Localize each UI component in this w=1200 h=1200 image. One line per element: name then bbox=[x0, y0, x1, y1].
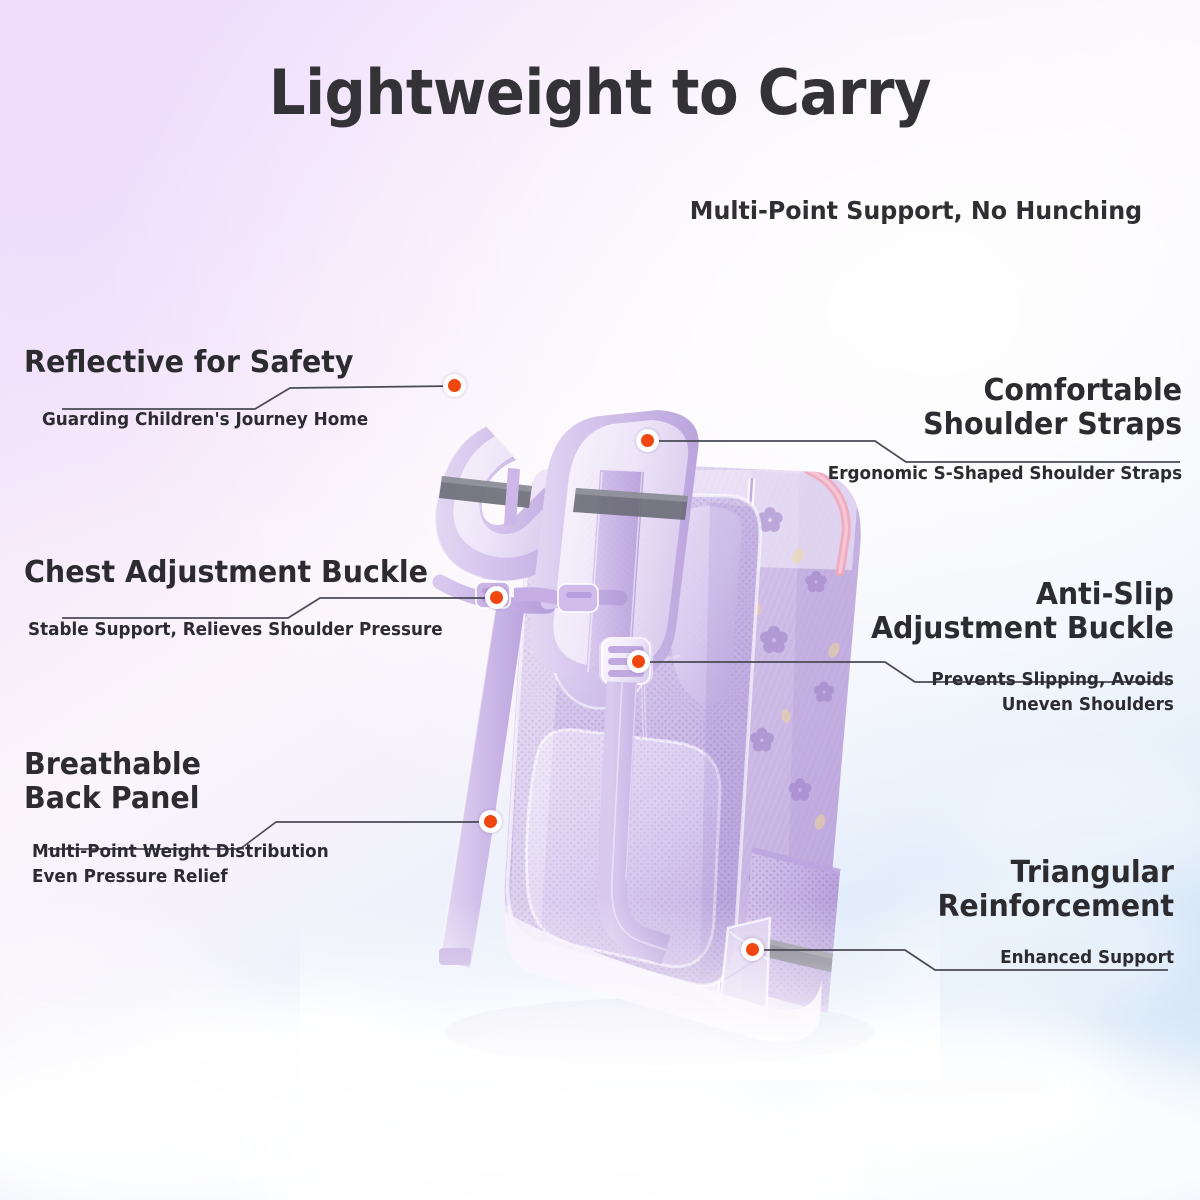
marker-core bbox=[746, 943, 759, 956]
marker-core bbox=[490, 591, 503, 604]
marker-dot-shoulder-straps[interactable] bbox=[636, 429, 659, 452]
callout-back-panel: Breathable Back Panel Multi-Point Weight… bbox=[24, 747, 341, 889]
callout-subtitle: Stable Support, Relieves Shoulder Pressu… bbox=[28, 620, 443, 641]
callout-subtitle: Ergonomic S-Shaped Shoulder Straps bbox=[827, 464, 1182, 485]
marker-core bbox=[632, 655, 645, 668]
callout-title-line-1: Breathable bbox=[24, 747, 201, 782]
callout-subtitle-line-2: Uneven Shoulders bbox=[1001, 694, 1174, 715]
marker-dot-chest-buckle[interactable] bbox=[485, 586, 508, 609]
callout-title-line-2: Back Panel bbox=[24, 781, 200, 817]
callout-chest-buckle: Chest Adjustment Buckle Stable Support, … bbox=[24, 555, 460, 642]
callout-title-line-2: Reinforcement bbox=[937, 889, 1174, 925]
callout-subtitle: Enhanced Support bbox=[1000, 948, 1174, 969]
marker-dot-reflective[interactable] bbox=[443, 374, 466, 397]
backpack-image bbox=[300, 320, 940, 1080]
callout-subtitle-line-1: Prevents Slipping, Avoids bbox=[931, 670, 1174, 691]
callout-title-line-1: Anti-Slip bbox=[1035, 577, 1174, 612]
callout-triangular-reinforcement: Triangular Reinforcement Enhanced Suppor… bbox=[925, 855, 1174, 971]
callout-subtitle: Guarding Children's Journey Home bbox=[42, 410, 369, 431]
callout-title-line-2: Shoulder Straps bbox=[923, 407, 1182, 443]
marker-dot-anti-slip-buckle[interactable] bbox=[627, 650, 650, 673]
page-subtitle: Multi-Point Support, No Hunching bbox=[689, 196, 1142, 225]
callout-subtitle-line-2: Even Pressure Relief bbox=[32, 866, 228, 887]
callout-title-line-1: Comfortable bbox=[983, 373, 1182, 408]
page-title: Lightweight to Carry bbox=[268, 56, 932, 129]
callout-subtitle-line-1: Multi-Point Weight Distribution bbox=[32, 842, 329, 863]
marker-dot-back-panel[interactable] bbox=[479, 810, 502, 833]
marker-core bbox=[448, 379, 461, 392]
callout-shoulder-straps: Comfortable Shoulder Straps Ergonomic S-… bbox=[813, 373, 1182, 487]
marker-core bbox=[484, 815, 497, 828]
callout-title-line-1: Triangular bbox=[1010, 855, 1174, 890]
callout-title-line-2: Adjustment Buckle bbox=[871, 611, 1174, 647]
marker-dot-triangular-reinforcement[interactable] bbox=[741, 938, 764, 961]
callout-reflective: Reflective for Safety Guarding Children'… bbox=[24, 345, 382, 432]
marker-core bbox=[641, 434, 654, 447]
callout-anti-slip-buckle: Anti-Slip Adjustment Buckle Prevents Sli… bbox=[855, 577, 1174, 717]
callout-title: Reflective for Safety bbox=[24, 345, 354, 380]
callout-title: Chest Adjustment Buckle bbox=[24, 555, 428, 590]
